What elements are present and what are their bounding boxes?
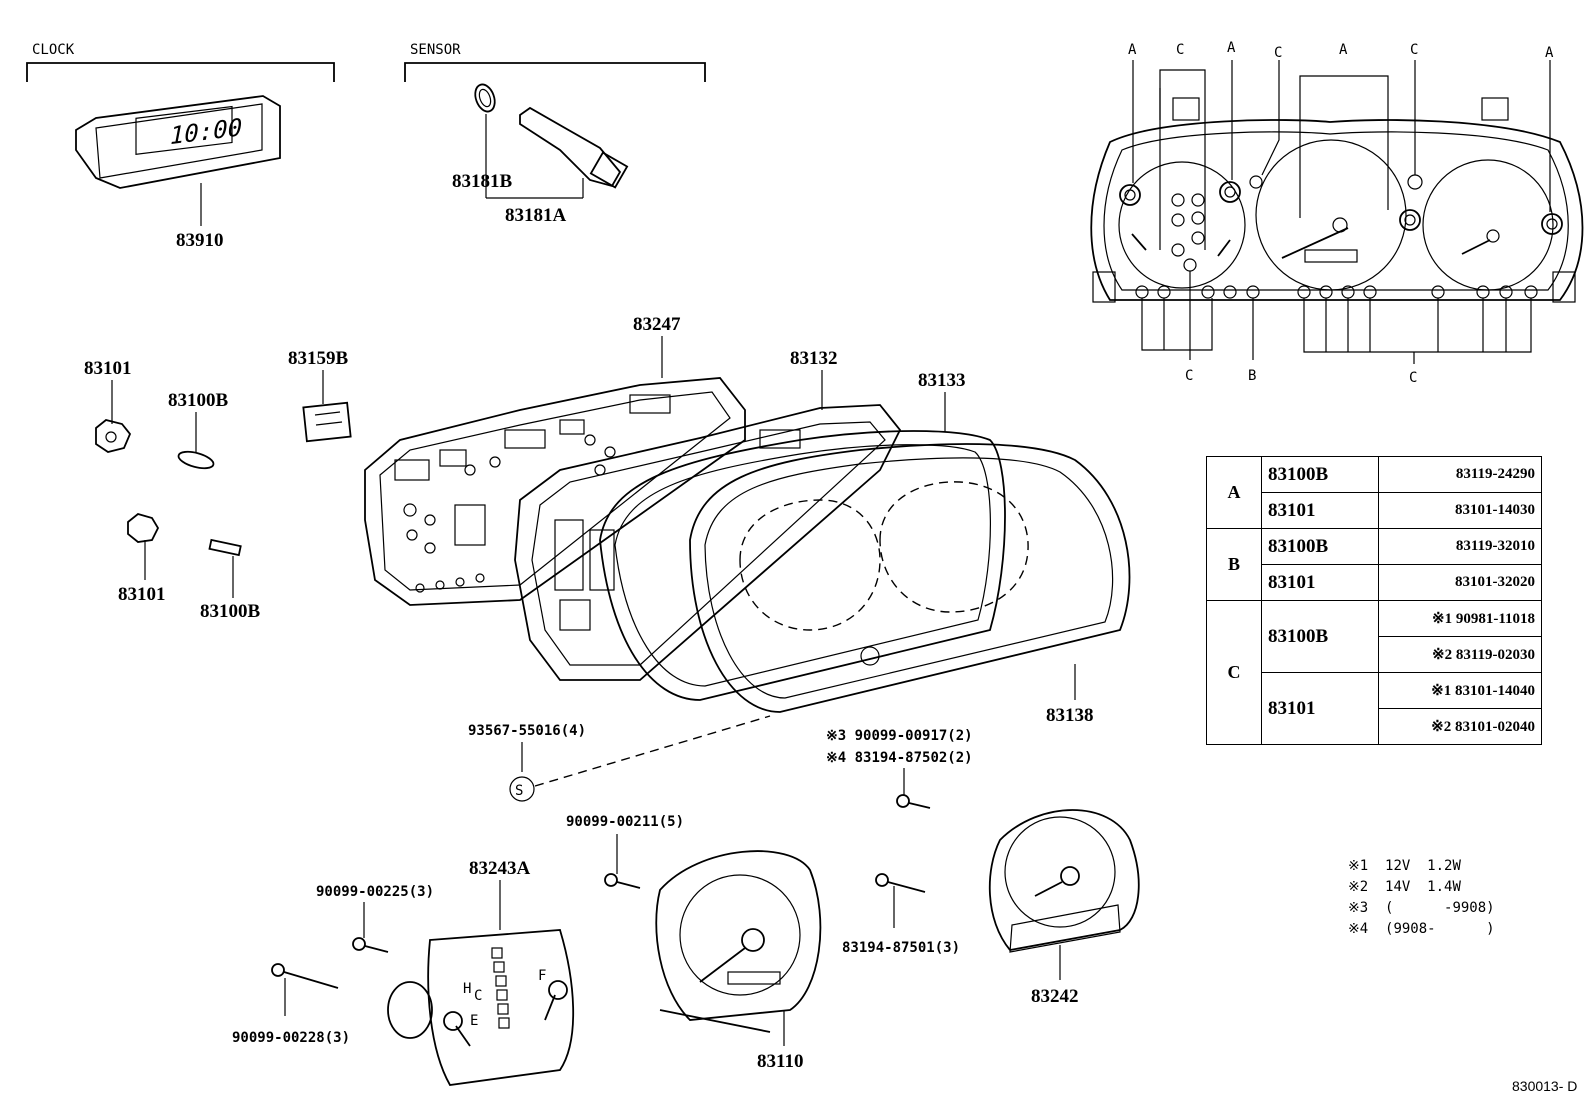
table-number: 83101-32020 (1378, 564, 1542, 601)
table-part: 83100B (1261, 600, 1379, 673)
part-83181B: 83181B (452, 171, 513, 192)
screw-group: ※3 90099-00917(2) ※4 83194-87502(2) 9009… (232, 728, 973, 1046)
part-83159B: 83159B (288, 348, 349, 369)
table-number: 83119-32010 (1378, 528, 1542, 565)
table-part: 83101 (1261, 492, 1379, 529)
table-number: ※1 83101-14040 (1378, 672, 1542, 709)
callout-bottom-2: B (1248, 368, 1256, 384)
callout-top-3: A (1227, 40, 1236, 56)
callout-bottom-3: C (1409, 370, 1417, 386)
table-key-b: B (1206, 528, 1262, 601)
connector-icon (302, 401, 352, 443)
part-83247: 83247 (633, 314, 681, 335)
sensor-section-label: SENSOR (410, 42, 461, 58)
table-number: ※2 83101-02040 (1378, 708, 1542, 745)
callout-top-4: C (1274, 45, 1282, 61)
part-83132: 83132 (790, 348, 838, 369)
footnote-1: ※1 12V 1.2W (1348, 858, 1461, 874)
callout-top-1: A (1128, 42, 1137, 58)
cluster-case (514, 404, 902, 681)
screw-icon (875, 873, 926, 893)
gauge-mark-c: C (474, 988, 482, 1004)
table-key-c: C (1206, 600, 1262, 745)
table-part: 83101 (1261, 672, 1379, 745)
part-83242: 83242 (1031, 986, 1079, 1007)
footnotes: ※1 12V 1.2W ※2 14V 1.4W ※3 ( -9908) ※4 (… (1348, 856, 1495, 940)
table-row: C 83100B ※1 90981-11018 (1206, 600, 1542, 745)
table-row: 83101 ※1 83101-14040 (1207, 672, 1542, 745)
part-83100B-upper: 83100B (168, 390, 229, 411)
callout-top-5: A (1339, 42, 1348, 58)
callout-bottom-1: C (1185, 368, 1193, 384)
part-83133: 83133 (918, 370, 966, 391)
screw-icon (271, 963, 339, 989)
footnote-3: ※3 ( -9908) (1348, 900, 1495, 916)
footnote-4: ※4 (9908- ) (1348, 921, 1495, 937)
screw-icon (352, 937, 389, 953)
part-83243A: 83243A (469, 858, 531, 879)
bolt-87501-label: 83194-87501(3) (842, 940, 960, 956)
part-83100B-lower: 83100B (200, 601, 261, 622)
gauge-83242: 83242 (988, 809, 1140, 1007)
table-part: 83100B (1261, 528, 1379, 565)
callout-top-7: A (1545, 45, 1554, 61)
clock-display-text: 10:00 (170, 113, 242, 150)
bulb-icon (208, 538, 242, 557)
note4-label: ※4 83194-87502(2) (826, 750, 973, 766)
table-row: ※2 83101-02040 (1207, 708, 1542, 745)
part-83110: 83110 (757, 1051, 803, 1072)
gauge-83110: 83110 (655, 850, 822, 1072)
dial-plate (599, 430, 1006, 701)
screw-s-mark: S (515, 783, 523, 799)
socket-icon (95, 419, 132, 453)
part-83138: 83138 (1046, 705, 1094, 726)
table-key-a: A (1206, 456, 1262, 529)
clock-group: CLOCK 10:00 83910 (26, 42, 335, 251)
callout-top-6: C (1410, 42, 1418, 58)
bulb-socket-group: 83101 83100B 83159B 83101 83100B (84, 348, 352, 622)
bulb-icon (177, 450, 215, 470)
table-number: 83101-14030 (1378, 492, 1542, 529)
gauge-83243A: 83243A H C F E (387, 858, 575, 1086)
socket-icon (127, 513, 160, 543)
gauge-mark-h: H (463, 981, 471, 997)
bolt-00228-label: 90099-00228(3) (232, 1030, 350, 1046)
table-row: A 83100B 83119-24290 (1206, 456, 1542, 529)
circuit-board (364, 377, 746, 606)
table-part: 83101 (1261, 564, 1379, 601)
table-row: ※2 83119-02030 (1207, 636, 1542, 673)
bolt-00211-label: 90099-00211(5) (566, 814, 684, 830)
screw-icon (896, 794, 931, 809)
diagram-code: 830013- D (1512, 1078, 1578, 1094)
sensor-group: SENSOR 83181B 83181A (404, 42, 706, 226)
footnote-2: ※2 14V 1.4W (1348, 879, 1461, 895)
clock-section-label: CLOCK (32, 42, 75, 58)
table-row: 83101 83101-14030 (1207, 492, 1542, 529)
part-83101-lower: 83101 (118, 584, 166, 605)
screw-icon (604, 873, 641, 889)
table-number: ※2 83119-02030 (1378, 636, 1542, 673)
bolt-00225-label: 90099-00225(3) (316, 884, 434, 900)
gauge-mark-f: F (538, 968, 546, 984)
bulb-parts-table: A 83100B 83119-24290 83101 83101-14030 B… (1206, 456, 1542, 745)
table-number: 83119-24290 (1378, 456, 1542, 493)
cluster-front-view: A C A C A C A C B C (1090, 40, 1584, 386)
screw-93567-label: 93567-55016(4) (468, 723, 586, 739)
cluster-stack: 83247 83132 83133 83138 93567-55016(4) S (364, 314, 1131, 802)
cluster-lens (689, 443, 1131, 713)
table-part: 83100B (1261, 456, 1379, 493)
note3-label: ※3 90099-00917(2) (826, 728, 973, 744)
table-row: B 83100B 83119-32010 (1206, 528, 1542, 601)
screw-s-icon (509, 776, 535, 802)
gauge-mark-e: E (470, 1013, 478, 1029)
table-number: ※1 90981-11018 (1378, 600, 1542, 637)
part-83181A: 83181A (505, 205, 567, 226)
callout-top-2: C (1176, 42, 1184, 58)
part-83910: 83910 (176, 230, 224, 251)
part-83101-upper: 83101 (84, 358, 132, 379)
